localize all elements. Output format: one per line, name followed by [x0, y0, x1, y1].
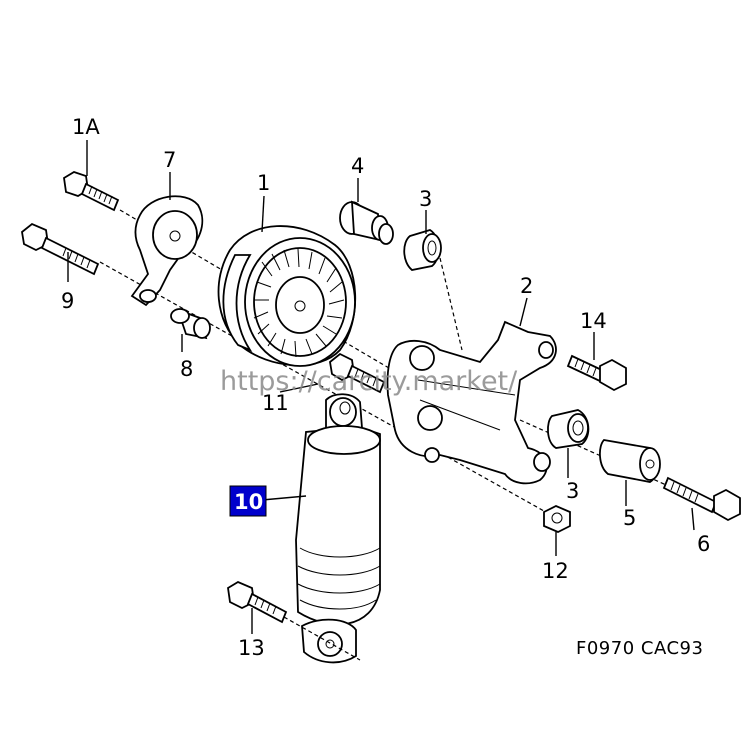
callout-1a: 1A — [72, 115, 100, 139]
bolt-11 — [329, 352, 386, 394]
diagram-code: F0970 CAC93 — [576, 638, 703, 659]
callout-1: 1 — [257, 171, 270, 195]
bracket-7 — [130, 195, 204, 307]
callout-13: 13 — [238, 636, 265, 660]
callout-12: 12 — [542, 559, 569, 583]
bolt-13 — [227, 580, 288, 624]
bolt-9 — [21, 222, 100, 276]
sleeve-3-lower — [547, 409, 590, 449]
callout-2: 2 — [520, 274, 533, 298]
leader-lines — [67, 140, 695, 634]
damper-10 — [295, 393, 381, 664]
callout-9: 9 — [61, 289, 74, 313]
sleeve-3-upper — [403, 229, 442, 271]
axis-line-lower — [99, 261, 561, 521]
callout-7: 7 — [163, 148, 176, 172]
bolt-6 — [662, 476, 741, 522]
bracket-2 — [386, 320, 557, 485]
spacer-8 — [170, 308, 211, 340]
callout-5: 5 — [623, 506, 636, 530]
callout-10: 10 — [234, 490, 263, 514]
watermark-text: https://carcity.market/ — [220, 366, 518, 397]
callout-4: 4 — [351, 154, 364, 178]
bushing-4 — [339, 200, 394, 245]
callout-11: 11 — [262, 391, 289, 415]
callout-8: 8 — [180, 357, 193, 381]
axis-line-bushing — [439, 257, 463, 351]
callout-14: 14 — [580, 309, 607, 333]
callout-3-lower: 3 — [566, 479, 579, 503]
callout-6: 6 — [697, 532, 710, 556]
callout-10-highlight — [229, 485, 267, 517]
nut-12 — [543, 505, 571, 533]
bolt-14 — [566, 354, 627, 392]
axis-line-bolt-13 — [283, 616, 361, 661]
callout-3-upper: 3 — [419, 187, 432, 211]
spacer-5 — [599, 439, 661, 483]
bolt-1a — [63, 171, 120, 212]
pulley-1 — [217, 225, 357, 367]
